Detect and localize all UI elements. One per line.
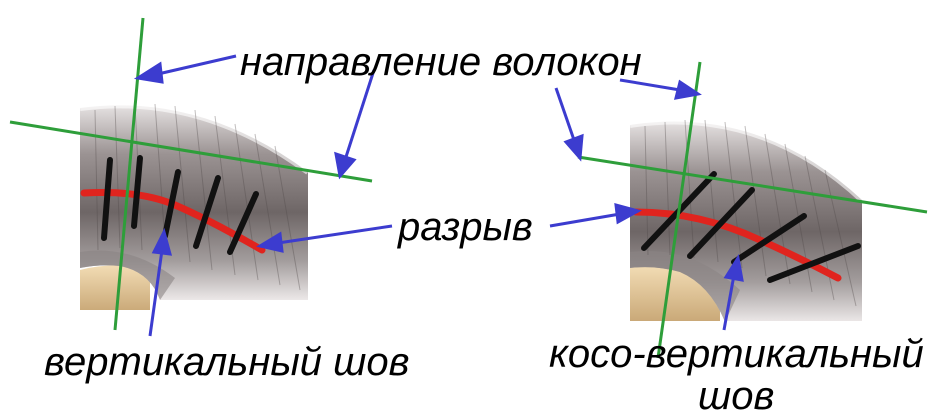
seam-stitch xyxy=(131,155,143,229)
pointer-arrows xyxy=(133,54,744,337)
tear-label: разрыв xyxy=(398,205,533,249)
left-fiber-vertical xyxy=(113,17,145,331)
vertical-seam-label: вертикальный шов xyxy=(44,340,410,384)
left-tear-line xyxy=(80,189,266,254)
left-fiber-horizontal xyxy=(9,120,373,183)
seam-stitch xyxy=(687,187,755,259)
left-tire-section xyxy=(80,98,308,310)
seam-stitch xyxy=(193,175,221,249)
seam-stitch xyxy=(162,169,181,239)
left-vertical-seams xyxy=(101,155,259,255)
seam-stitch xyxy=(767,243,861,283)
oblique-seam-label-line1: косо-вертикальный xyxy=(549,332,924,376)
seam-stitch xyxy=(227,191,259,255)
fiber-direction-lines xyxy=(9,17,928,359)
right-fiber-vertical xyxy=(656,61,702,359)
right-tire-section xyxy=(630,115,862,321)
seam-stitch xyxy=(101,157,113,241)
fiber-direction-label: направление волокон xyxy=(240,40,642,84)
left-tire-band xyxy=(80,105,308,300)
right-fiber-horizontal xyxy=(577,155,928,214)
left-rim xyxy=(80,265,150,310)
seam-stitch xyxy=(731,213,807,265)
oblique-seam-label-line2: шов xyxy=(698,374,775,418)
